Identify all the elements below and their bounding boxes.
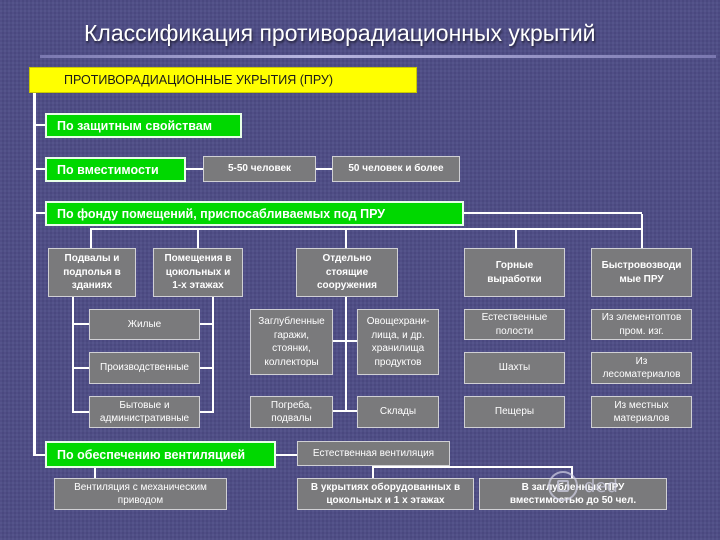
connector	[275, 454, 297, 456]
criterion-capacity: По вместимости	[45, 157, 186, 182]
standalone-type: Погреба, подвалы	[250, 396, 333, 428]
connector	[200, 367, 214, 369]
ventilation-subtype: В укрытиях оборудованных в цокольных и 1…	[297, 478, 474, 510]
connector	[200, 411, 214, 413]
connector	[464, 212, 642, 214]
building-type: Бытовые и административные	[89, 396, 200, 428]
connector	[185, 168, 203, 170]
fund-category: Подвалы и подполья в зданиях	[48, 248, 136, 297]
connector	[33, 454, 45, 456]
connector	[316, 168, 332, 170]
mining-type: Пещеры	[464, 396, 565, 428]
fund-category: Быстровозводи мые ПРУ	[591, 248, 692, 297]
connector	[372, 466, 572, 468]
connector	[345, 297, 347, 411]
standalone-type: Заглубленные гаражи, стоянки, коллекторы	[250, 309, 333, 375]
criterion-protective: По защитным свойствам	[45, 113, 242, 138]
mining-type: Шахты	[464, 352, 565, 384]
connector	[90, 228, 643, 230]
connector	[333, 340, 357, 342]
connector	[571, 466, 573, 478]
watermark-logo: ded	[548, 466, 688, 506]
ventilation-type: Вентиляция с механическим приводом	[54, 478, 227, 510]
building-type: Производственные	[89, 352, 200, 384]
capacity-option: 5-50 человек	[203, 156, 316, 182]
connector	[200, 323, 214, 325]
connector	[345, 228, 347, 248]
root-category: ПРОТИВОРАДИАЦИОННЫЕ УКРЫТИЯ (ПРУ)	[29, 67, 417, 93]
connector	[72, 411, 89, 413]
capacity-option: 50 человек и более	[332, 156, 460, 182]
connector	[515, 228, 517, 248]
connector	[33, 212, 45, 214]
prefab-type: Из местных материалов	[591, 396, 692, 428]
connector	[72, 367, 89, 369]
fund-category: Помещения в цокольных и 1-х этажах	[153, 248, 243, 297]
connector	[372, 466, 374, 478]
connector	[33, 168, 45, 170]
title-divider	[40, 55, 716, 58]
criterion-ventilation: По обеспечению вентиляцией	[45, 441, 276, 468]
connector	[72, 323, 89, 325]
prefab-type: Из элементоптов пром. изг.	[591, 309, 692, 340]
building-type: Жилые	[89, 309, 200, 340]
standalone-type: Овощехрани- лища, и др. хранилища продук…	[357, 309, 439, 375]
fund-category: Горные выработки	[464, 248, 565, 297]
main-trunk	[33, 93, 36, 456]
ventilation-type: Естественная вентиляция	[297, 441, 450, 466]
standalone-type: Склады	[357, 396, 439, 428]
mining-type: Естественные полости	[464, 309, 565, 340]
connector	[33, 124, 45, 126]
connector	[641, 214, 643, 248]
slide-title: Классификация противорадиационных укрыти…	[84, 20, 596, 46]
prefab-type: Из лесоматериалов	[591, 352, 692, 384]
watermark-icon	[548, 471, 578, 501]
connector	[72, 297, 74, 413]
fund-category: Отдельно стоящие сооружения	[296, 248, 398, 297]
criterion-fund: По фонду помещений, приспосабливаемых по…	[45, 201, 464, 226]
connector	[197, 228, 199, 248]
watermark-text: ded	[584, 475, 618, 497]
connector	[212, 297, 214, 413]
connector	[90, 228, 92, 248]
connector	[333, 410, 357, 412]
